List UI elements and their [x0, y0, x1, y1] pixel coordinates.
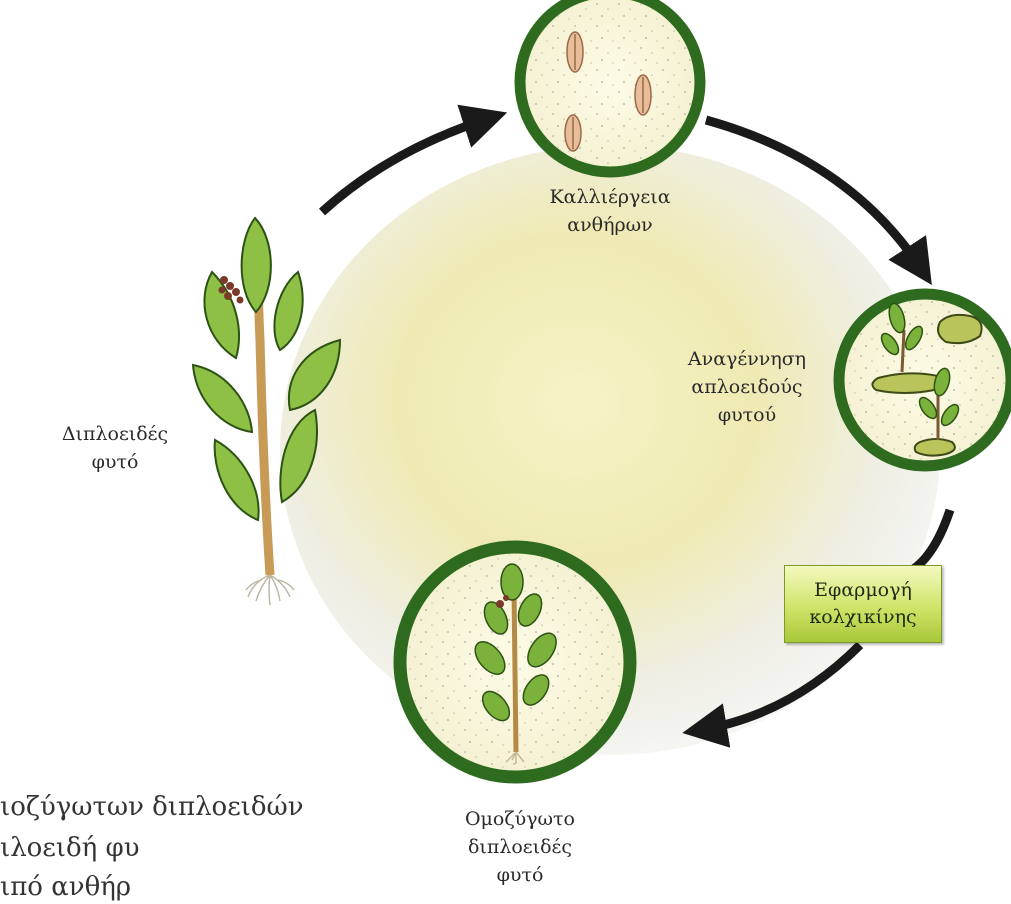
haploid-regeneration-dish: [839, 294, 1011, 466]
colchicine-application-box: Εφαρμογή κολχικίνης: [784, 565, 942, 643]
background-text-line-2: ιλοειδή φυ: [0, 833, 145, 863]
colchicine-box-line-2: κολχικίνης: [809, 604, 916, 631]
haploid-regeneration-label-line-2: απλοειδούς: [672, 373, 822, 401]
background-text-line-3: ιπό ανθήρ: [0, 872, 145, 902]
diploid-plant-label-line-1: Διπλοειδές: [40, 420, 190, 448]
haploid-regeneration-label-line-1: Αναγέννηση: [672, 345, 822, 373]
haploid-regeneration-label-line-3: φυτού: [672, 401, 822, 429]
anther-culture-label-line-2: ανθήρων: [520, 211, 700, 239]
diploid-plant-label-line-2: φυτό: [40, 448, 190, 476]
anther-culture-dish: [520, 0, 700, 172]
homozygous-diploid-label-line-3: φυτό: [440, 861, 600, 889]
haploid-regeneration-label: Αναγέννηση απλοειδούς φυτού: [672, 345, 822, 429]
diploid-plant-label: Διπλοειδές φυτό: [40, 420, 190, 476]
homozygous-diploid-label-line-2: διπλοειδές: [440, 833, 600, 861]
homozygous-diploid-label: Ομοζύγωτο διπλοειδές φυτό: [440, 805, 600, 889]
homozygous-diploid-dish: [400, 547, 630, 777]
background-text-line-1: ιοζύγωτων διπλοειδών: [0, 792, 310, 822]
homozygous-diploid-label-line-1: Ομοζύγωτο: [440, 805, 600, 833]
roots-icon: [246, 575, 294, 605]
anther-culture-label: Καλλιέργεια ανθήρων: [520, 183, 700, 239]
colchicine-box-line-1: Εφαρμογή: [814, 577, 912, 604]
anther-culture-label-line-1: Καλλιέργεια: [520, 183, 700, 211]
